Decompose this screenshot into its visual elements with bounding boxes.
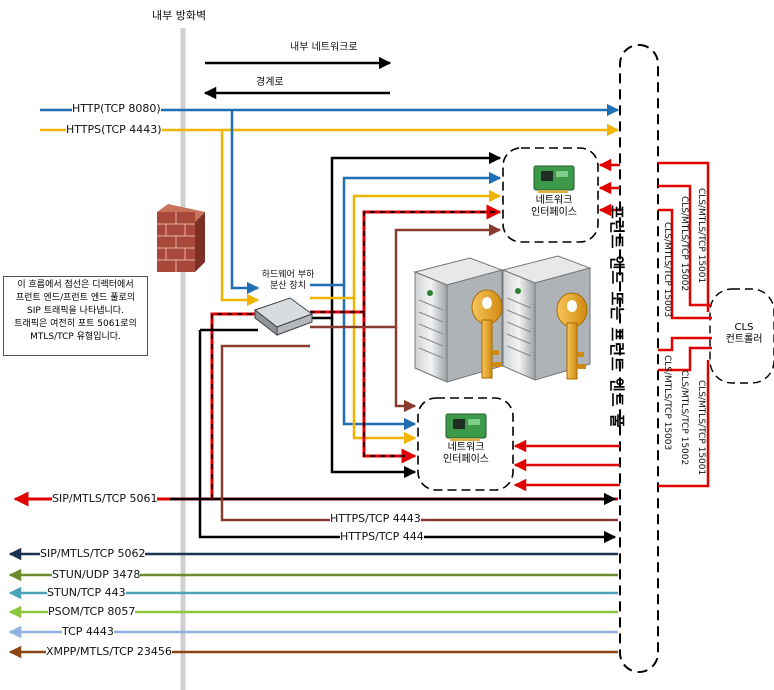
sip-director-to-nic-bottom [362, 312, 417, 464]
tcp-4443-label: TCP 4443 [62, 625, 114, 638]
nic-card-icon-top [533, 165, 575, 193]
xmpp-label: XMPP/MTLS/TCP 23456 [46, 645, 172, 658]
direction-edge-label: 경계로 [256, 77, 284, 88]
cls-port-lower-1: CLS/MTLS/TCP 15001 [696, 380, 706, 476]
stun-tcp-443-label: STUN/TCP 443 [47, 586, 126, 599]
sip-5061-label: SIP/MTLS/TCP 5061 [52, 492, 158, 505]
front-end-pool-label: 프런트 엔드 또는 프런트 엔드 풀 [608, 205, 626, 429]
lb-to-nic-bottom-blue [342, 285, 417, 431]
lb-to-nic-top-yellow [310, 189, 502, 300]
cls-connector-upper-3 [658, 208, 712, 320]
front-end-pool-boundary [619, 44, 659, 673]
cls-port-upper-1: CLS/MTLS/TCP 15001 [696, 188, 706, 284]
psom-label: PSOM/TCP 8057 [48, 605, 136, 618]
http-drop-to-lb [230, 110, 260, 295]
brown-to-nic-bottom [394, 327, 417, 413]
firewall-label: 내부 방화벽 [152, 9, 207, 22]
nic-label-bottom: 네트워크 인터페이스 [443, 442, 489, 465]
sip-traffic-note: 이 흐름에서 점선은 디렉터에서 프런트 엔드/프런트 엔드 풀로의 SIP 트… [3, 276, 148, 356]
http-flow-label: HTTP(TCP 8080) [72, 102, 161, 115]
cls-port-upper-2: CLS/MTLS/TCP 15002 [679, 196, 689, 292]
lb-to-nic-bottom-black [330, 318, 417, 479]
sip-director-to-nic-bottom-dash [363, 312, 410, 457]
lb-to-nic-top-blue [310, 171, 502, 287]
cls-connector-upper-2 [658, 184, 712, 307]
brown-to-nic-top [310, 223, 502, 329]
https-drop-to-lb [220, 130, 260, 307]
firewall-brick-icon [157, 204, 205, 272]
key-icon-1 [471, 289, 503, 379]
sip-5062-label: SIP/MTLS/TCP 5062 [40, 547, 146, 560]
cls-port-lower-2: CLS/MTLS/TCP 15002 [679, 370, 689, 466]
cls-connector-lower-1 [658, 336, 712, 352]
nic-group-bottom [417, 397, 514, 491]
https-444-mid-label: HTTPS/TCP 444 [340, 530, 424, 543]
load-balancer-icon [253, 297, 314, 337]
cls-connector-lower-3 [658, 360, 710, 488]
sip-5061-riser [210, 312, 258, 499]
https-flow-label: HTTPS(TCP 4443) [66, 123, 162, 136]
sip-5061-riser-dash [211, 313, 258, 499]
nic-card-icon-bottom [445, 413, 487, 441]
nic-label-top: 네트워크 인터페이스 [531, 195, 577, 218]
cls-controller-label: CLS 컨트롤러 [725, 322, 763, 345]
sip-director-to-nic-top-dash [310, 211, 495, 313]
nic-group-top [502, 147, 599, 243]
direction-inner-label: 내부 네트워크로 [290, 42, 358, 53]
stun-udp-3478-label: STUN/UDP 3478 [52, 568, 141, 581]
https-444-mid-line [198, 330, 617, 544]
cls-connector-lower-2 [658, 346, 712, 372]
load-balancer-label: 하드웨어 부하 분산 장치 [261, 270, 315, 291]
lb-to-nic-top-black [310, 151, 502, 320]
https-4443-mid-label: HTTPS/TCP 4443 [330, 512, 421, 525]
cls-port-upper-3: CLS/MTLS/TCP 15003 [662, 222, 672, 318]
lb-to-nic-bottom-yellow [352, 298, 417, 445]
key-icon-2 [556, 292, 588, 380]
cls-port-lower-3: CLS/MTLS/TCP 15003 [662, 355, 672, 451]
cls-connector-upper-1 [658, 161, 710, 312]
cls-controller-boundary [709, 288, 774, 384]
